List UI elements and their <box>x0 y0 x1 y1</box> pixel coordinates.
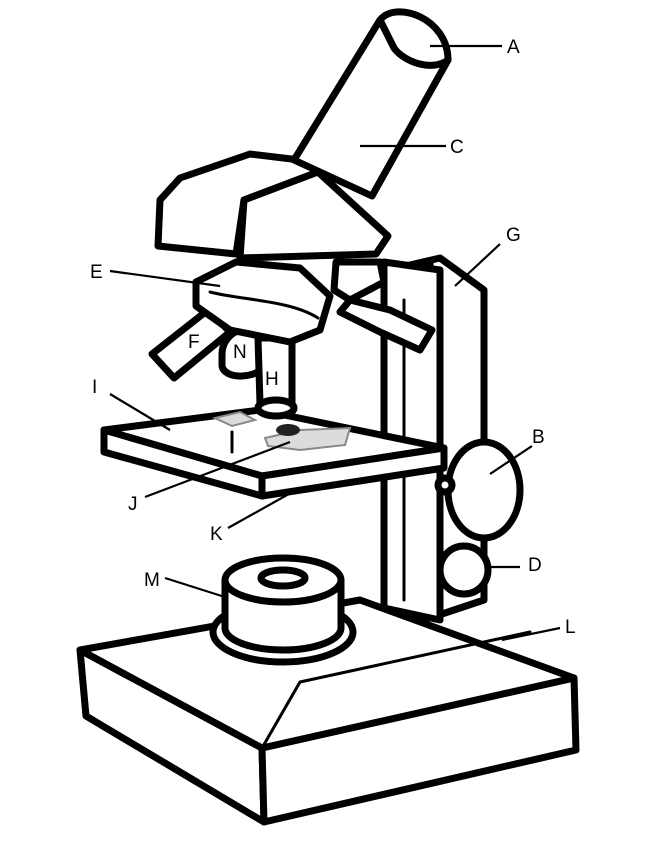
leader-k <box>227 489 297 529</box>
label-n: N <box>233 342 247 363</box>
leader-g <box>454 243 501 287</box>
label-b: B <box>532 427 545 448</box>
label-j: J <box>128 494 138 515</box>
label-g: G <box>506 225 521 246</box>
leader-j <box>144 440 291 499</box>
label-f: F <box>188 332 200 353</box>
leader-m <box>164 576 229 600</box>
label-c: C <box>450 137 464 158</box>
leader-l <box>501 626 561 642</box>
label-l: L <box>565 617 576 638</box>
label-e: E <box>90 262 103 283</box>
label-d: D <box>528 555 542 576</box>
leader-i <box>109 393 171 431</box>
light-source <box>209 554 357 666</box>
head <box>154 150 436 354</box>
leader-b <box>489 445 533 475</box>
stage <box>100 406 448 500</box>
eyepiece-tube <box>290 8 452 200</box>
nosepiece <box>192 258 334 346</box>
label-i: I <box>92 377 97 398</box>
leader-lines <box>109 44 561 642</box>
label-a: A <box>507 37 520 58</box>
label-h: H <box>265 369 279 390</box>
leader-e <box>109 269 221 288</box>
label-m: M <box>144 570 160 591</box>
objectives <box>148 306 298 420</box>
part-labels: A C G E F N H I B J K D M L <box>90 37 576 638</box>
label-k: K <box>210 524 223 545</box>
